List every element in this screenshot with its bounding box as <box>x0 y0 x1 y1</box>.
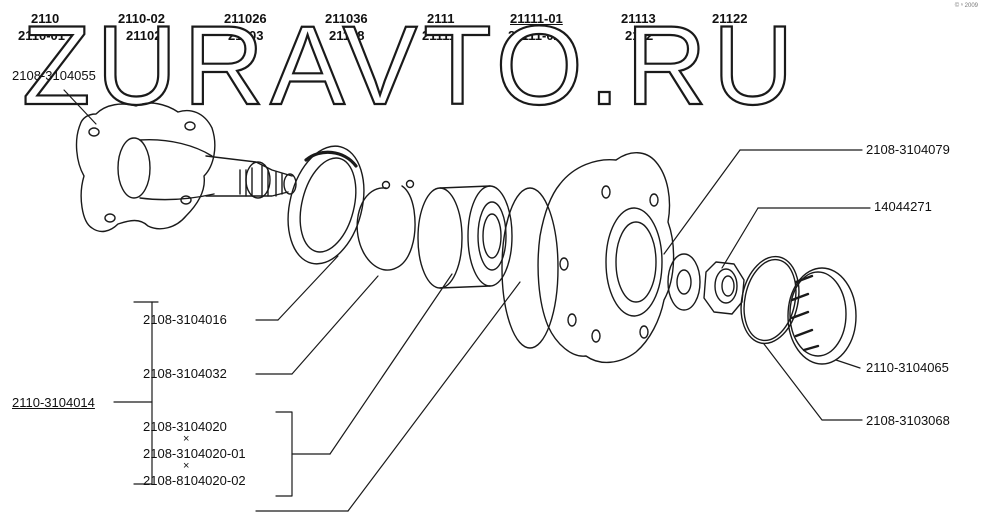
wheel-hub <box>501 152 675 363</box>
model-col-8-top: 21122 <box>712 11 748 26</box>
model-col-4-top: 211036 <box>325 11 368 26</box>
part-label-knuckle: 2108-3104055 <box>12 68 96 83</box>
part-label-bearing-1: 2108-3104020 <box>143 419 227 434</box>
part-label-circlip: 2108-3104032 <box>143 366 227 381</box>
model-col-1-bottom: 2110-01 <box>18 28 65 43</box>
model-col-7-bottom: 2112 <box>625 28 654 43</box>
alt-mark-1: × <box>183 433 190 445</box>
model-col-6-bottom: 21111-02 <box>508 28 561 43</box>
part-label-bearing-2: 2108-3104020-01 <box>143 446 246 461</box>
washer <box>667 253 701 311</box>
o-ring <box>740 255 800 345</box>
leader-lines <box>63 89 871 512</box>
spindle <box>205 155 297 199</box>
model-col-3-bottom: 21103 <box>228 28 264 43</box>
corner-note: © ⁿ 2009 <box>954 3 978 9</box>
circlip <box>356 179 416 271</box>
alt-mark-2: × <box>183 460 190 472</box>
model-col-6-top: 21111-01 <box>510 11 563 26</box>
model-col-3-top: 211026 <box>224 11 267 26</box>
part-label-nut: 14044271 <box>874 199 932 214</box>
part-label-bearing-3: 2108-8104020-02 <box>143 473 246 488</box>
part-label-cap: 2110-3104065 <box>866 360 949 375</box>
hub-nut <box>703 261 745 315</box>
dust-ring <box>287 145 365 265</box>
model-col-4-bottom: 21108 <box>329 28 365 43</box>
hub-cap <box>787 267 857 365</box>
model-col-5-top: 2111 <box>427 11 455 26</box>
model-col-2-bottom: 21102 <box>126 28 162 43</box>
part-label-washer: 2108-3104079 <box>866 142 950 157</box>
model-col-5-bottom: 21111 <box>422 28 456 43</box>
bearing <box>417 185 513 289</box>
part-label-oring: 2108-3103068 <box>866 413 950 428</box>
model-col-2-top: 2110-02 <box>118 11 165 26</box>
model-col-7-top: 21113 <box>621 11 656 26</box>
part-label-assembly: 2110-3104014 <box>12 395 95 410</box>
model-col-1-top: 2110 <box>31 11 60 26</box>
knuckle-flange <box>75 102 216 233</box>
part-label-ring: 2108-3104016 <box>143 312 227 327</box>
